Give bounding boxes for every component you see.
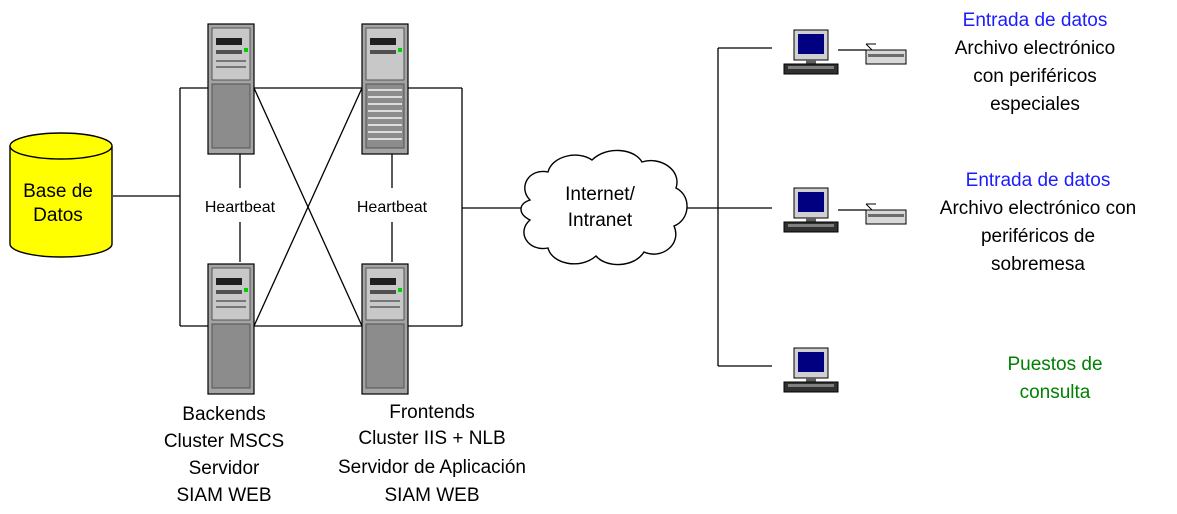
client1-line1: Archivo electrónico xyxy=(955,38,1116,59)
computer-icon-1 xyxy=(783,29,839,75)
backends-caption-line1: Backends xyxy=(182,404,265,425)
client2-line2: periféricos de xyxy=(981,226,1095,247)
backends-caption-line3: Servidor xyxy=(189,458,260,479)
client1-line3: especiales xyxy=(990,94,1080,115)
client1-title: Entrada de datos xyxy=(963,10,1108,31)
peripheral-icon-1 xyxy=(865,43,907,65)
database-label-line1: Base de xyxy=(23,181,93,202)
cloud-label-line1: Internet/ xyxy=(565,184,635,205)
frontends-caption-line1: Frontends xyxy=(389,402,475,423)
backends-caption-line4: SIAM WEB xyxy=(176,485,271,506)
client2-line3: sobremesa xyxy=(991,254,1085,275)
network-wiring xyxy=(113,47,866,367)
backend-server-top-icon xyxy=(207,23,255,155)
frontend-server-top-icon xyxy=(361,23,409,155)
computer-icon-2 xyxy=(783,187,839,233)
heartbeat-label-right: Heartbeat xyxy=(357,199,428,216)
database-icon xyxy=(9,132,113,258)
client2-line1: Archivo electrónico con xyxy=(940,198,1136,219)
computer-icon-3 xyxy=(783,347,839,393)
frontends-caption-line2: Cluster IIS + NLB xyxy=(358,428,505,449)
backends-caption-line2: Cluster MSCS xyxy=(164,431,284,452)
backend-server-bottom-icon xyxy=(207,263,255,395)
peripheral-icon-2 xyxy=(865,203,907,225)
frontends-caption-line4: SIAM WEB xyxy=(384,485,479,506)
database-label-line2: Datos xyxy=(33,205,83,226)
client2-title: Entrada de datos xyxy=(966,170,1111,191)
frontends-caption-line3: Servidor de Aplicación xyxy=(338,457,526,478)
frontend-server-bottom-icon xyxy=(361,263,409,395)
heartbeat-label-left: Heartbeat xyxy=(205,199,276,216)
cloud-label-line2: Intranet xyxy=(568,210,633,231)
client3-line2: consulta xyxy=(1020,382,1091,403)
client1-line2: con periféricos xyxy=(973,66,1097,87)
cloud-icon xyxy=(520,149,688,266)
client3-line1: Puestos de xyxy=(1007,354,1102,375)
